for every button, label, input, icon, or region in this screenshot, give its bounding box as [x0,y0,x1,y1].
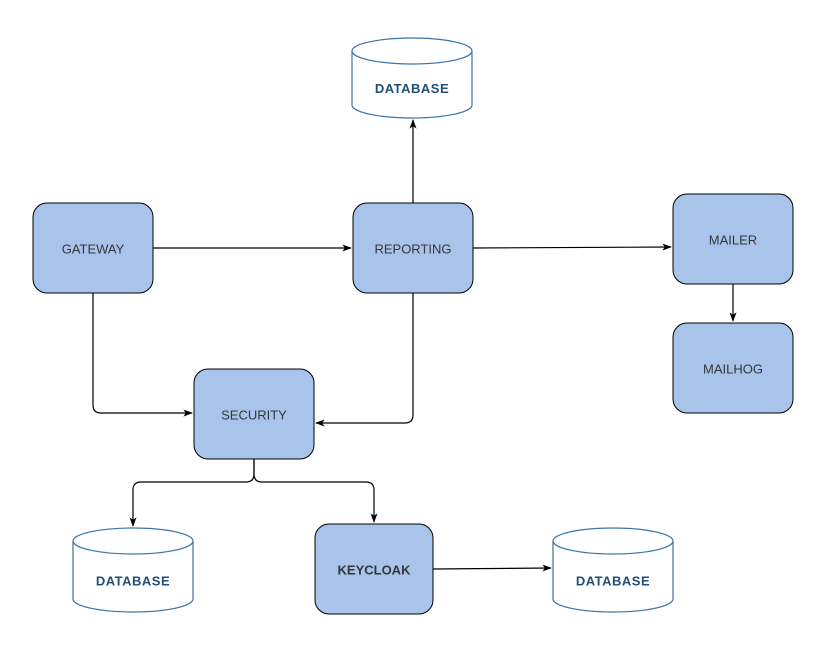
node-database-left-label: DATABASE [96,573,170,588]
node-keycloak-shape[interactable] [314,523,434,615]
edges-layer [92,119,737,572]
node-mailhog[interactable]: MAILHOG [672,322,794,414]
node-mailer-shape[interactable] [672,193,794,285]
node-database-top-body[interactable] [351,51,473,119]
node-reporting[interactable]: REPORTING [352,202,474,294]
node-database-right-body[interactable] [552,541,674,613]
node-database-left[interactable]: DATABASE [72,527,194,613]
node-mailhog-shape[interactable] [672,322,794,414]
node-security-label: SECURITY [221,408,287,423]
edge-gateway-to-security[interactable] [92,293,193,417]
edge-reporting-to-security[interactable] [315,293,414,427]
node-reporting-label: REPORTING [374,242,451,257]
node-database-top-top[interactable] [351,37,473,65]
edge-keycloak-to-database-right[interactable] [432,564,552,572]
node-security[interactable]: SECURITY [193,368,315,460]
node-database-top[interactable]: DATABASE [351,37,473,119]
node-gateway-shape[interactable] [32,202,154,294]
node-reporting-shape[interactable] [352,202,474,294]
node-keycloak-label: KEYCLOAK [338,563,412,578]
node-gateway[interactable]: GATEWAY [32,202,154,294]
node-database-right[interactable]: DATABASE [552,527,674,613]
node-gateway-label: GATEWAY [62,242,125,257]
node-database-right-top[interactable] [552,527,674,555]
node-mailer[interactable]: MAILER [672,193,794,285]
node-database-left-top[interactable] [72,527,194,555]
node-database-top-label: DATABASE [375,81,449,96]
node-mailhog-label: MAILHOG [703,362,763,377]
node-keycloak[interactable]: KEYCLOAK [314,523,434,615]
nodes-layer: DATABASE GATEWAY REPORTING MAILER MAILHOG SEC… [32,37,794,615]
edge-reporting-to-mailer[interactable] [472,243,672,251]
edge-security-to-keycloak[interactable] [253,459,378,523]
edge-security-to-database-left[interactable] [129,459,255,527]
node-mailer-label: MAILER [709,233,757,248]
node-database-left-body[interactable] [72,541,194,613]
node-security-shape[interactable] [193,368,315,460]
node-database-right-label: DATABASE [576,573,650,588]
